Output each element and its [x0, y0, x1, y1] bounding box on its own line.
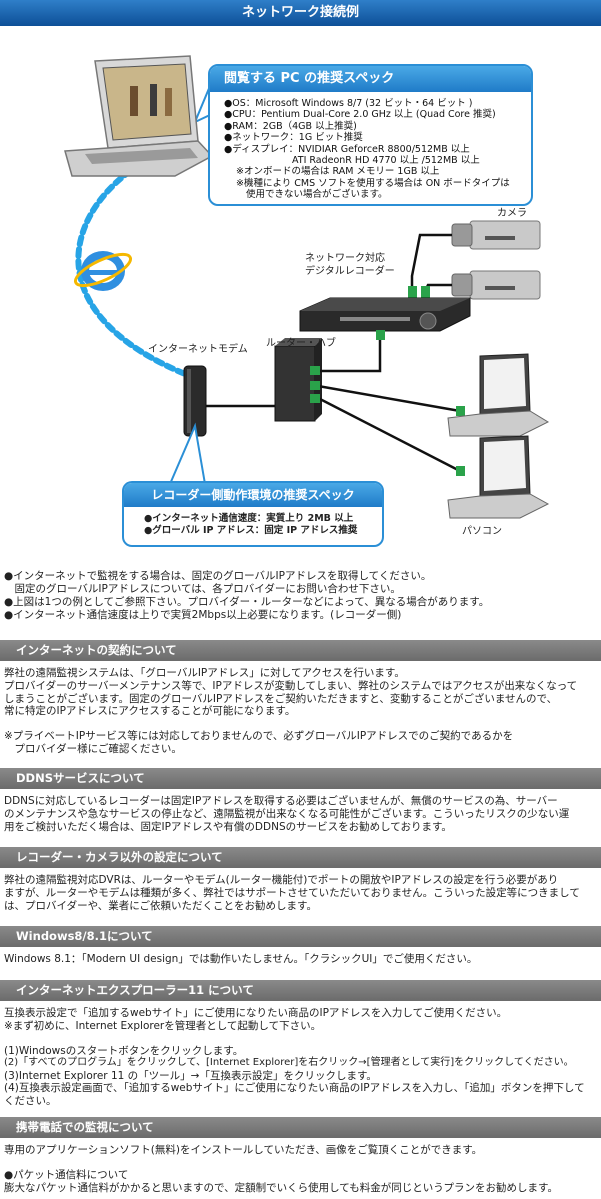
page-title: ネットワーク接続例: [0, 0, 601, 26]
section-line: 弊社の遠隔監視システムは、「グローバルIPアドレス」に対してアクセスを行います。: [4, 667, 405, 679]
section-ddns: DDNSサービスについて DDNSに対応しているレコーダーは固定IPアドレスを取…: [0, 768, 601, 833]
recorder-spec-box: レコーダー側動作環境の推奨スペック ●インターネット通信速度：実質上り 2MB …: [122, 481, 384, 547]
pc-spec-item: ●CPU：Pentium Dual-Core 2.0 GHz 以上 (Quad …: [224, 109, 496, 121]
section-title: インターネットの契約について: [0, 640, 601, 661]
section-line: 常に特定のIPアドレスにアクセスすることが可能になります。: [4, 705, 296, 718]
section-other-settings: レコーダー・カメラ以外の設定について 弊社の遠隔監視対応DVRは、ルーターやモデ…: [0, 847, 601, 912]
pc-spec-item: ●ディスプレイ：NVIDIAR GeforceR 8800/512MB 以上: [224, 143, 470, 155]
section-body: Windows 8.1：「Modern UI design」では動作いたしません…: [0, 947, 601, 966]
connection-dotted-arc: [75, 161, 193, 379]
section-line: 用をご検討いただく場合は、固定IPアドレスや有償のDDNSのサービスをお勧めして…: [4, 820, 452, 833]
recorder-spec-item: ●インターネット通信速度：実質上り 2MB 以上: [144, 513, 354, 524]
section-ie11: インターネットエクスプローラー11 について 互換表示設定で「追加するwebサイ…: [0, 980, 601, 1108]
section-line: DDNSに対応しているレコーダーは固定IPアドレスを取得する必要はございませんが…: [4, 795, 558, 807]
viewer-laptop-icon: [64, 55, 214, 177]
section-line: (4)互換表示設定画面で、「追加するwebサイト」にご使用になりたい商品のIPア…: [4, 1082, 585, 1095]
dvr-recorder-icon: [299, 297, 471, 332]
section-body: 弊社の遠隔監視対応DVRは、ルーターやモデム(ルーター機能付)でポートの開放やI…: [0, 868, 601, 912]
note-line: 固定のグローバルIPアドレスについては、各プロバイダーにお問い合わせ下さい。: [4, 583, 401, 596]
pc-spec-box: 閲覧する PC の推奨スペック ●OS：Microsoft Windows 8/…: [208, 64, 533, 206]
section-line: 互換表示設定で「追加するwebサイト」にご使用になりたい商品のIPアドレスを入力…: [4, 1007, 508, 1019]
section-line: (2)「すべてのプログラム」をクリックして、[Internet Explorer…: [4, 1057, 574, 1069]
modem-label: インターネットモデム: [148, 344, 248, 355]
pc-spec-list: ●OS：Microsoft Windows 8/7 (32 ビット・64 ビット…: [210, 92, 531, 201]
notes: ●インターネットで監視をする場合は、固定のグローバルIPアドレスを取得してくださ…: [4, 570, 596, 623]
pc-spec-item: ●RAM：2GB（4GB 以上推奨): [224, 120, 357, 132]
camera-label: カメラ: [497, 208, 527, 219]
recorder-label-line2: デジタルレコーダー: [305, 266, 395, 277]
section-line: 膨大なパケット通信料がかかると思いますので、定額制でいくら使用しても料金が同じと…: [4, 1181, 558, 1194]
section-line: ますが、ルーターやモデムは種類が多く、弊社ではサポートさせていただいておりません…: [4, 886, 580, 899]
section-line: 弊社の遠隔監視対応DVRは、ルーターやモデム(ルーター機能付)でポートの開放やI…: [4, 874, 559, 886]
section-title: レコーダー・カメラ以外の設定について: [0, 847, 601, 868]
section-windows: Windows8/8.1について Windows 8.1：「Modern UI …: [0, 926, 601, 966]
recorder-spec-item: ●グローバル IP アドレス：固定 IP アドレス推奨: [144, 525, 358, 537]
section-line: ※プライベートIPサービス等には対応しておりませんので、必ずグローバルIPアドレ…: [4, 730, 514, 743]
note-line: ●インターネット通信速度は上りで実質2Mbps以上必要になります。(レコーダー側…: [4, 609, 402, 622]
section-contract: インターネットの契約について 弊社の遠隔監視システムは、「グローバルIPアドレス…: [0, 640, 601, 756]
section-title: Windows8/8.1について: [0, 926, 601, 947]
section-line: ●パケット通信料について: [4, 1168, 129, 1181]
pc-spec-item: ●OS：Microsoft Windows 8/7 (32 ビット・64 ビット…: [224, 98, 473, 109]
pc-spec-item: ※機種により CMS ソフトを使用する場合は ON ボードタイプは: [236, 177, 510, 189]
note-line: ●インターネットで監視をする場合は、固定のグローバルIPアドレスを取得してくださ…: [4, 570, 432, 582]
section-mobile: 携帯電話での監視について 専用のアプリケーションソフト(無料)をインストールして…: [0, 1117, 601, 1194]
pc-spec-item: ※オンボードの場合は RAM メモリー 1GB 以上: [236, 166, 440, 178]
recorder-label-line1: ネットワーク対応: [305, 253, 385, 264]
network-diagram: 閲覧する PC の推奨スペック ●OS：Microsoft Windows 8/…: [0, 26, 601, 556]
recorder-spec-list: ●インターネット通信速度：実質上り 2MB 以上 ●グローバル IP アドレス：…: [124, 507, 382, 538]
router-pc2-cable: [317, 396, 461, 473]
client-laptop-1-icon: [447, 353, 550, 437]
camera-connector-2: [421, 286, 430, 298]
section-body: 弊社の遠隔監視システムは、「グローバルIPアドレス」に対してアクセスを行います。…: [0, 661, 601, 756]
internet-explorer-icon: [73, 251, 133, 291]
section-title: 携帯電話での監視について: [0, 1117, 601, 1138]
section-body: DDNSに対応しているレコーダーは固定IPアドレスを取得する必要はございませんが…: [0, 789, 601, 833]
router-label: ルーター・ハブ: [266, 338, 336, 349]
section-line: (1)Windowsのスタートボタンをクリックします。: [4, 1044, 244, 1057]
section-line: プロバイダーのサーバーメンテナンス等で、IPアドレスが変動してしまい、弊社のシス…: [4, 679, 578, 692]
pc-spec-title: 閲覧する PC の推奨スペック: [210, 66, 531, 92]
section-line: Windows 8.1：「Modern UI design」では動作いたしません…: [4, 953, 478, 965]
camera-1-icon: [451, 220, 541, 250]
router-dvr-cable: [318, 336, 382, 373]
pc-spec-item: ATI RadeonR HD 4770 以上 /512MB 以上: [292, 154, 480, 166]
section-line: 専用のアプリケーションソフト(無料)をインストールしていただき、画像をご覧頂くこ…: [4, 1144, 483, 1156]
section-line: は、プロバイダーや、業者にご依頼いただくことをお勧めします。: [4, 899, 318, 912]
section-line: しまうことがございます。固定のグローバルIPアドレスをご契約いただきますと、変動…: [4, 692, 558, 705]
router-pc1-cable: [317, 384, 461, 413]
camera-connector-1: [408, 286, 417, 298]
camera-2-icon: [451, 270, 541, 300]
section-line: ※まず初めに、Internet Explorerを管理者として起動して下さい。: [4, 1019, 322, 1032]
client-laptop-2-icon: [447, 435, 550, 519]
section-line: ください。: [4, 1095, 57, 1108]
section-title: インターネットエクスプローラー11 について: [0, 980, 601, 1001]
pc-spec-item: 使用できない場合がございます。: [246, 189, 388, 201]
recorder-spec-title: レコーダー側動作環境の推奨スペック: [124, 483, 382, 507]
section-line: のメンテナンスや急なサービスの停止など、遠隔監視が出来なくなる可能性がございます…: [4, 807, 570, 820]
section-title: DDNSサービスについて: [0, 768, 601, 789]
pc-label: パソコン: [462, 526, 502, 537]
section-body: 専用のアプリケーションソフト(無料)をインストールしていただき、画像をご覧頂くこ…: [0, 1138, 601, 1194]
section-line: (3)Internet Explorer 11 の「ツール」→「互換表示設定」を…: [4, 1069, 377, 1082]
pc-spec-item: ●ネットワーク：1G ビット推奨: [224, 132, 363, 144]
section-body: 互換表示設定で「追加するwebサイト」にご使用になりたい商品のIPアドレスを入力…: [0, 1001, 601, 1108]
section-line: プロバイダー様にご確認ください。: [4, 742, 182, 755]
note-line: ●上図は1つの例としてご参照下さい。プロバイダー・ルーターなどによって、異なる場…: [4, 596, 490, 609]
camera-cable-1: [410, 233, 452, 291]
